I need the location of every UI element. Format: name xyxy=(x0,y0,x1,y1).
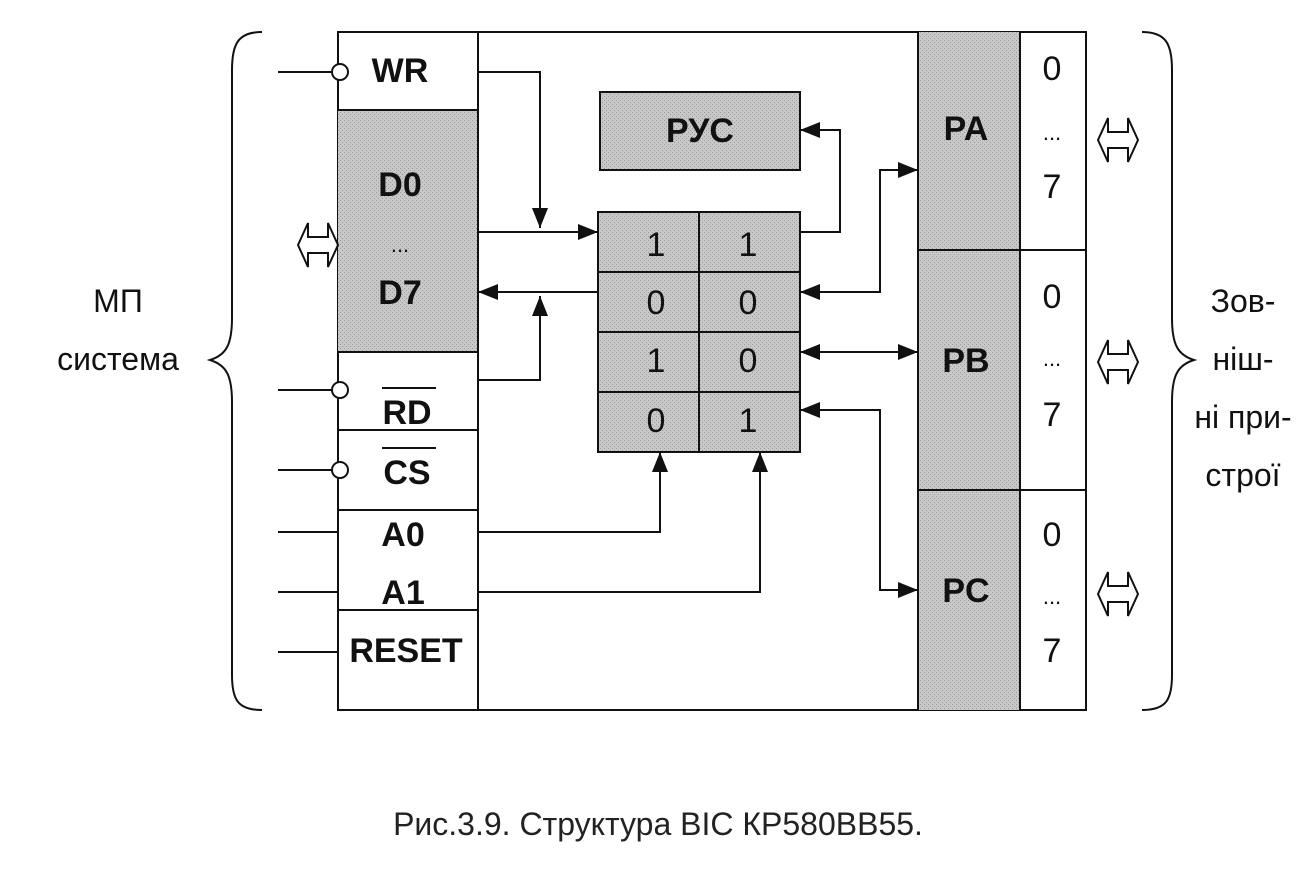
pa-bit-dots: ... xyxy=(1043,120,1061,145)
pa-bus-line xyxy=(800,162,918,300)
port-pa: PA xyxy=(944,110,989,148)
bidirectional-bus-arrow-icon xyxy=(1096,339,1140,385)
pin-d-dots: ... xyxy=(391,232,409,257)
port-select-table: 1 1 0 0 1 0 0 1 xyxy=(597,211,801,453)
external-devices-line-4: строї xyxy=(1205,457,1280,493)
pin-rd: RD xyxy=(382,394,431,432)
pin-a0: A0 xyxy=(381,516,424,554)
table-cell: 0 xyxy=(739,342,758,380)
rd-line xyxy=(478,296,548,381)
inversion-circle-icon xyxy=(331,63,349,81)
table-cell: 1 xyxy=(647,226,666,264)
pb-bit-first: 0 xyxy=(1043,278,1062,316)
pb-bit-dots: ... xyxy=(1043,346,1061,371)
bidirectional-bus-arrow-icon xyxy=(296,222,340,268)
pb-bit-last: 7 xyxy=(1043,396,1062,434)
pa-bit-first: 0 xyxy=(1043,50,1062,88)
table-cell: 0 xyxy=(647,284,666,322)
table-cell: 1 xyxy=(739,402,758,440)
mp-label: МП xyxy=(93,283,143,319)
wr-line xyxy=(478,71,548,228)
mp-system-label: система xyxy=(57,341,179,377)
external-devices-line-3: ні при- xyxy=(1194,399,1291,435)
pin-wr: WR xyxy=(372,52,429,90)
bidirectional-bus-arrow-icon xyxy=(1096,117,1140,163)
port-pb: PB xyxy=(942,342,989,380)
pin-d0: D0 xyxy=(378,166,421,204)
external-devices-line-2: ніш- xyxy=(1212,341,1273,377)
inversion-circle-icon xyxy=(331,381,349,399)
pc-bit-last: 7 xyxy=(1043,632,1062,670)
table-cell: 0 xyxy=(739,284,758,322)
a0-line xyxy=(478,452,668,533)
table-cell: 1 xyxy=(647,342,666,380)
pa-bit-last: 7 xyxy=(1043,168,1062,206)
pc-bit-first: 0 xyxy=(1043,516,1062,554)
pin-cs: CS xyxy=(383,454,430,492)
table-cell: 1 xyxy=(739,226,758,264)
inversion-circle-icon xyxy=(331,461,349,479)
port-pc: PC xyxy=(942,572,989,610)
external-devices-line-1: Зов- xyxy=(1211,283,1276,319)
pin-reset: RESET xyxy=(349,632,463,670)
data-bus-block xyxy=(338,110,478,352)
figure-caption: Рис.3.9. Структура ВІС КР580ВВ55. xyxy=(393,806,923,842)
pin-d7: D7 xyxy=(378,274,421,312)
left-brace xyxy=(206,31,263,711)
pc-bit-dots: ... xyxy=(1043,584,1061,609)
bidirectional-bus-arrow-icon xyxy=(1096,571,1140,617)
pc-bus-line xyxy=(800,402,918,598)
port-column xyxy=(918,32,1020,710)
table-cell: 0 xyxy=(647,402,666,440)
control-register-label: РУС xyxy=(666,112,734,150)
pin-a1: A1 xyxy=(381,574,424,612)
a1-line xyxy=(478,452,768,593)
right-brace xyxy=(1141,31,1198,711)
